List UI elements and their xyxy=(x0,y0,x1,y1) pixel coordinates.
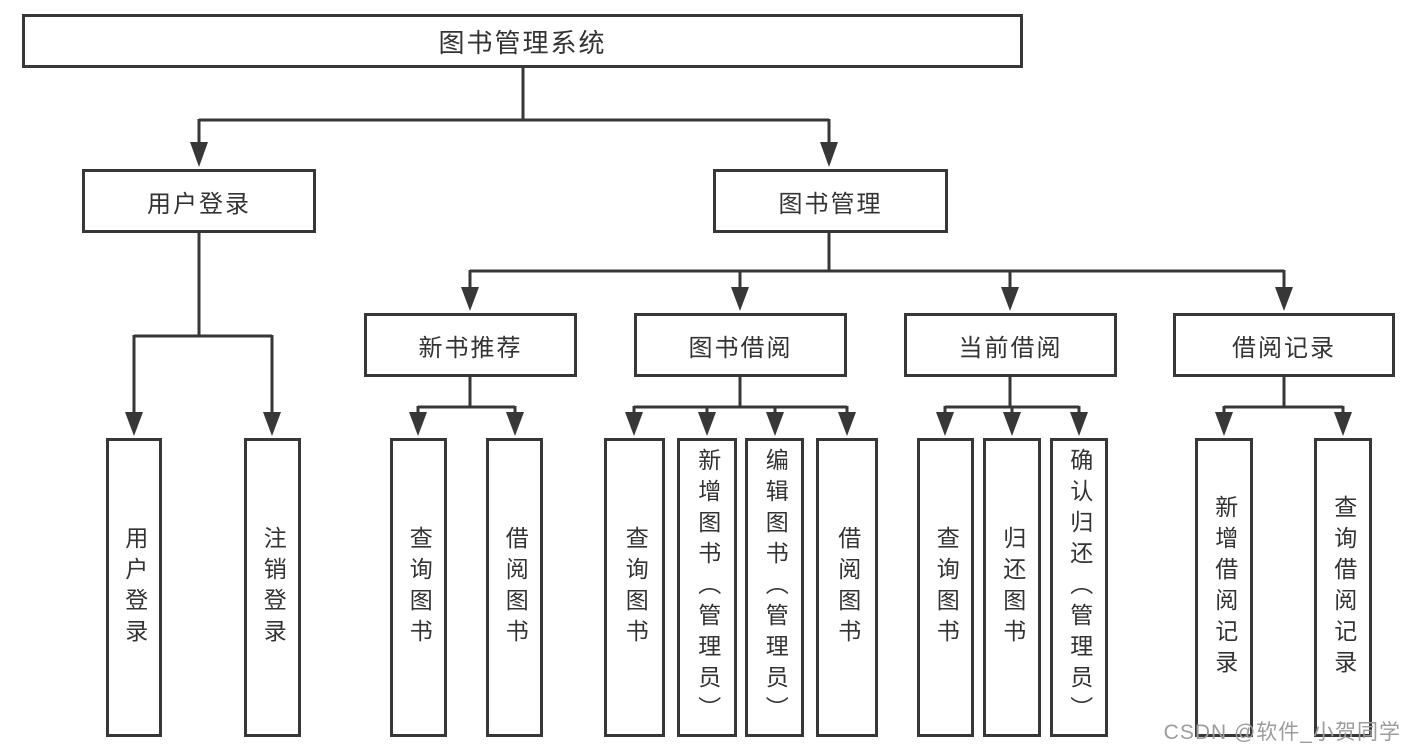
arrowheads xyxy=(125,142,1352,436)
leaf-add-borrow-record-label: 新增借阅记录 xyxy=(1211,494,1238,681)
node-borrow-records: 借阅记录 xyxy=(1173,313,1395,377)
leaf-recommend-borrow-books-label: 借阅图书 xyxy=(502,525,529,650)
node-new-book-recommend: 新书推荐 xyxy=(364,313,577,377)
leaf-query-borrow-record: 查询借阅记录 xyxy=(1314,438,1372,737)
leaf-current-query-books-label: 查询图书 xyxy=(933,525,960,650)
leaf-confirm-return-admin-label: 确认归还（管理员） xyxy=(1066,448,1093,727)
leaf-recommend-query-books-label: 查询图书 xyxy=(406,525,433,650)
leaf-current-query-books: 查询图书 xyxy=(917,438,974,737)
csdn-watermark: CSDN @软件_小贺同学 xyxy=(1163,721,1401,744)
leaf-borrow-query-books: 查询图书 xyxy=(604,438,665,737)
leaf-borrow-query-books-label: 查询图书 xyxy=(622,525,649,650)
leaf-logout-label: 注销登录 xyxy=(260,525,287,650)
node-current-borrow: 当前借阅 xyxy=(904,313,1117,377)
leaf-query-borrow-record-label: 查询借阅记录 xyxy=(1330,494,1357,681)
leaf-add-book-admin: 新增图书（管理员） xyxy=(677,438,737,737)
leaf-user-login: 用户登录 xyxy=(106,438,162,737)
leaf-user-login-label: 用户登录 xyxy=(121,525,148,650)
leaf-borrow-borrow-books: 借阅图书 xyxy=(816,438,878,737)
node-user-login: 用户登录 xyxy=(82,169,316,233)
leaf-add-borrow-record: 新增借阅记录 xyxy=(1195,438,1253,737)
leaf-borrow-borrow-books-label: 借阅图书 xyxy=(834,525,861,650)
leaf-return-books-label: 归还图书 xyxy=(999,525,1026,650)
leaf-logout: 注销登录 xyxy=(244,438,301,737)
leaf-edit-book-admin: 编辑图书（管理员） xyxy=(745,438,804,737)
leaf-recommend-borrow-books: 借阅图书 xyxy=(486,438,543,737)
leaf-recommend-query-books: 查询图书 xyxy=(390,438,447,737)
leaf-confirm-return-admin: 确认归还（管理员） xyxy=(1050,438,1108,737)
leaf-add-book-admin-label: 新增图书（管理员） xyxy=(694,448,721,727)
node-book-borrow: 图书借阅 xyxy=(634,313,847,377)
node-library-management-system: 图书管理系统 xyxy=(22,14,1023,68)
node-book-management: 图书管理 xyxy=(713,169,948,233)
leaf-edit-book-admin-label: 编辑图书（管理员） xyxy=(762,448,789,727)
leaf-return-books: 归还图书 xyxy=(983,438,1041,737)
